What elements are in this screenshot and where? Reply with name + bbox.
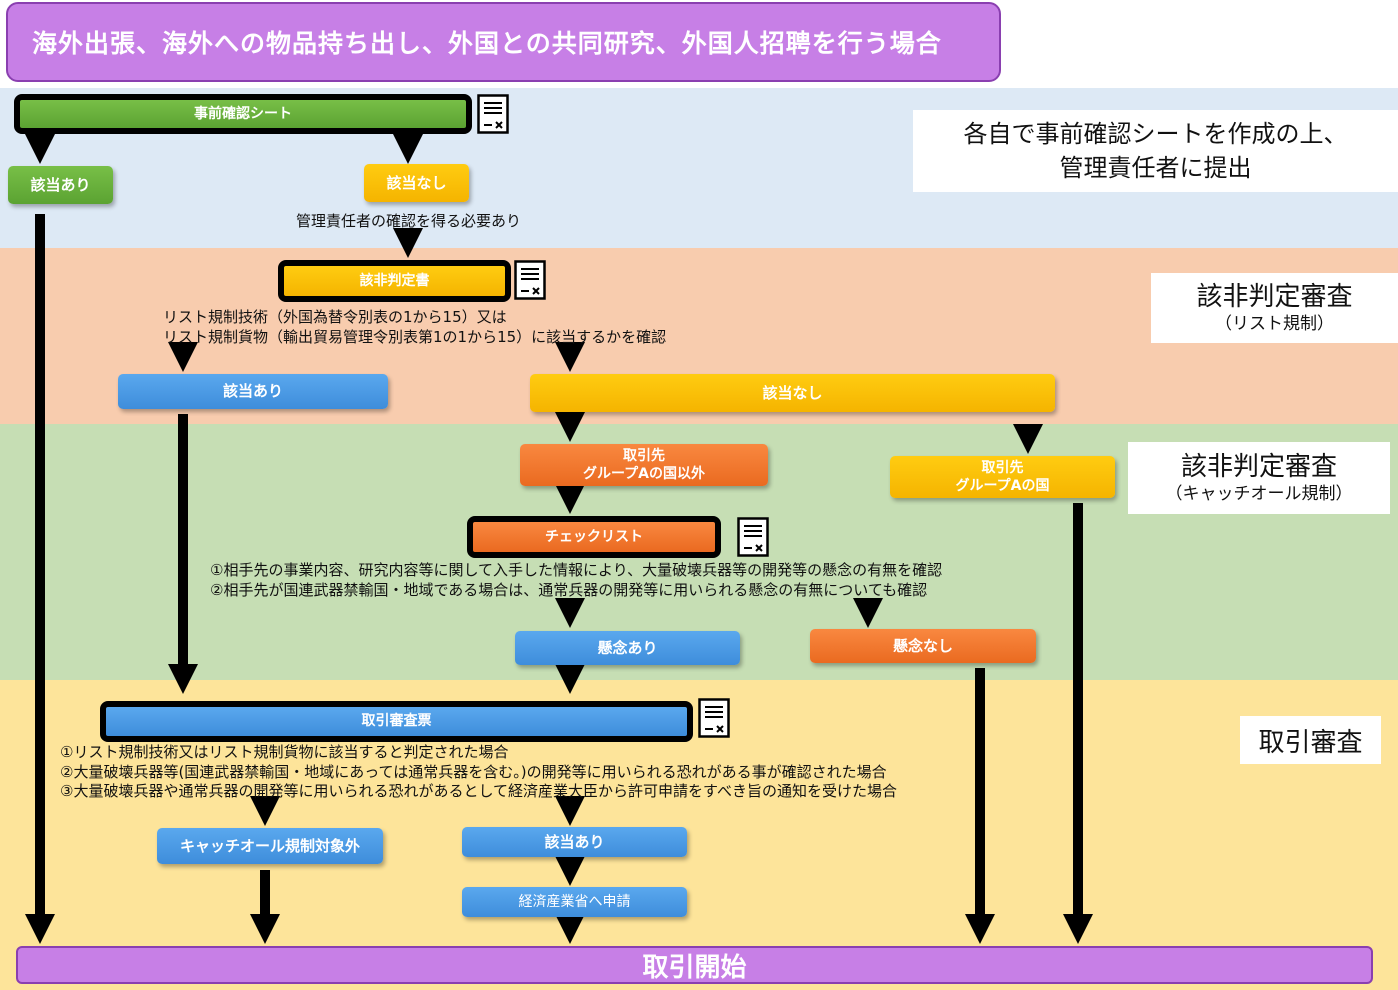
document-icon [477,94,509,134]
list-control-note-1: リスト規制技術（外国為替令別表の1から15）又は [163,308,507,326]
pre-check-sheet-node: 事前確認シート [14,94,472,134]
pre-check-side-label: 各自で事前確認シートを作成の上、 管理責任者に提出 [913,110,1398,192]
list-control-note-2: リスト規制貨物（輸出貿易管理令別表第1の1から15）に該当するかを確認 [163,328,667,346]
list-control-yes-node: 該当あり [118,374,388,409]
transaction-side-label: 取引審査 [1240,716,1381,764]
concern-yes-node: 懸念あり [515,631,740,665]
pre-check-no-node: 該当なし [364,164,469,202]
document-icon [698,698,730,738]
transaction-yes-node: 該当あり [462,827,687,857]
concern-no-node: 懸念なし [810,629,1036,663]
document-icon [737,517,769,557]
list-control-side-title: 該非判定審査 [1196,282,1353,312]
transaction-start-bar: 取引開始 [16,946,1373,984]
page-title: 海外出張、海外への物品持ち出し、外国との共同研究、外国人招聘を行う場合 [6,2,1001,82]
pre-check-yes-node: 該当あり [8,166,113,204]
meti-application-node: 経済産業省へ申請 [462,887,687,917]
catch-all-side-sub: （キャッチオール規制） [1165,484,1353,504]
transaction-note-3: ③大量破壊兵器や通常兵器の開発等に用いられる恐れがあるとして経済産業大臣から許可… [60,782,897,800]
catch-all-exempt-node: キャッチオール規制対象外 [157,828,383,864]
partner-other-node: 取引先 グループAの国以外 [520,444,768,486]
catch-all-side-label: 該非判定審査 （キャッチオール規制） [1128,442,1390,514]
document-icon [514,260,546,300]
list-control-side-label: 該非判定審査 （リスト規制） [1151,273,1398,343]
transaction-review-form-node: 取引審査票 [100,701,693,742]
list-control-side-sub: （リスト規制） [1215,314,1334,334]
list-control-no-node: 該当なし [530,374,1055,412]
checklist-node: チェックリスト [467,516,721,558]
partner-group-a-node: 取引先 グループAの国 [890,456,1115,498]
catch-all-note-1: ①相手先の事業内容、研究内容等に関して入手した情報により、大量破壊兵器等の開発等… [210,561,943,579]
manager-approval-note: 管理責任者の確認を得る必要あり [296,212,522,230]
judgement-document-node: 該非判定書 [278,260,511,302]
transaction-note-1: ①リスト規制技術又はリスト規制貨物に該当すると判定された場合 [60,743,509,761]
catch-all-note-2: ②相手先が国連武器禁輸国・地域である場合は、通常兵器の開発等に用いられる懸念の有… [210,581,928,599]
transaction-note-2: ②大量破壊兵器等(国連武器禁輸国・地域にあっては通常兵器を含む。)の開発等に用い… [60,763,887,781]
catch-all-side-title: 該非判定審査 [1180,452,1337,482]
